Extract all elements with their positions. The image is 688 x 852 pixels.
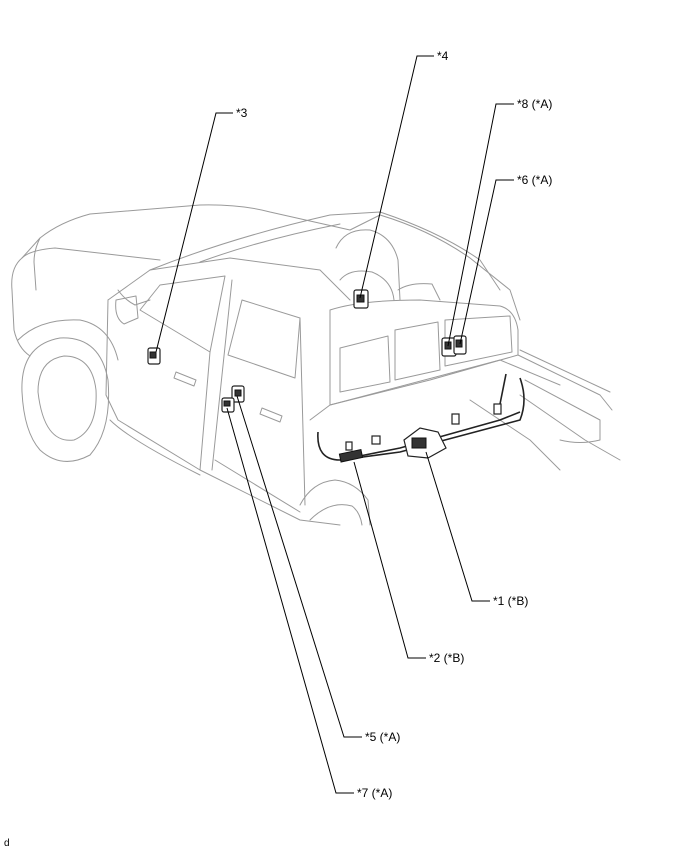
part-5-switch (231, 385, 245, 403)
truck-outline (11, 204, 621, 526)
callout-5: *5 (*A) (365, 730, 401, 744)
part-3-switch (147, 347, 161, 365)
part-1-actuator (317, 373, 525, 463)
callout-8: *8 (*A) (517, 97, 553, 111)
part-6-switch (453, 335, 467, 355)
callout-3: *3 (236, 106, 248, 120)
callout-6: *6 (*A) (517, 173, 553, 187)
callout-7: *7 (*A) (357, 786, 393, 800)
leader-lines (155, 55, 514, 794)
part-4-switch (353, 289, 369, 309)
part-7-switch (221, 397, 235, 413)
callout-1: *1 (*B) (493, 594, 529, 608)
figure-code: d (4, 838, 10, 849)
callout-2: *2 (*B) (429, 651, 465, 665)
callout-4: *4 (437, 49, 449, 63)
